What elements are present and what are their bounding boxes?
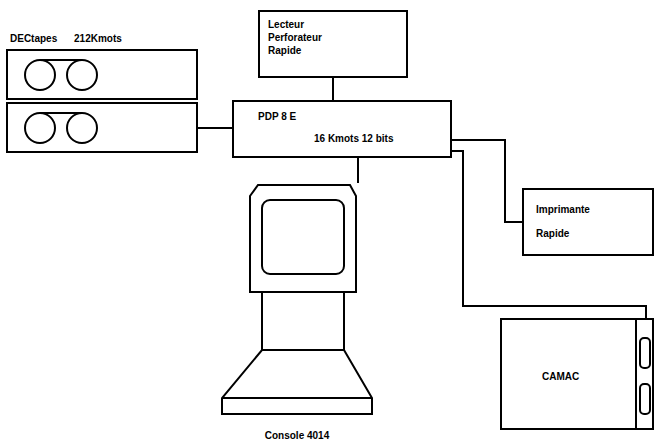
tape-unit: DECtapes 212Kmots [6,30,198,152]
terminal-keyboard [222,350,372,414]
tape-reel [25,60,55,90]
node-detail: 16 Kmots 12 bits [314,132,393,145]
device-box: Imprimante Rapide [522,188,654,256]
tape-reel [25,113,55,143]
tape-drive [7,103,197,152]
terminal: Console 4014 [212,183,382,444]
crate-box: CAMAC [500,318,654,430]
keyboard-edge [222,397,372,399]
node-label: Console 4014 [265,429,329,442]
node-label: PDP 8 E [258,110,296,123]
crate-slot [640,338,650,368]
device-box: Lecteur Perforateur Rapide [258,10,408,78]
node-label: Lecteur Perforateur Rapide [268,18,322,57]
computer-box: PDP 8 E 16 Kmots 12 bits [232,100,452,158]
connector-line [198,127,232,129]
node-label: Imprimante Rapide [536,198,590,246]
connector-line [357,158,359,183]
connector-line [452,151,646,318]
tape-reel [67,60,97,90]
tape-line [40,112,82,114]
node-label: CAMAC [542,370,579,383]
node-label: DECtapes 212Kmots [10,32,122,45]
connector-line [332,78,334,100]
crate-slot [640,384,650,414]
terminal-cabinet [250,185,356,292]
terminal-screen [262,200,344,274]
tape-reel [67,113,97,143]
terminal-neck [262,292,344,350]
tape-drive [7,50,197,99]
tape-line [40,59,82,61]
crate-divider [635,319,637,429]
